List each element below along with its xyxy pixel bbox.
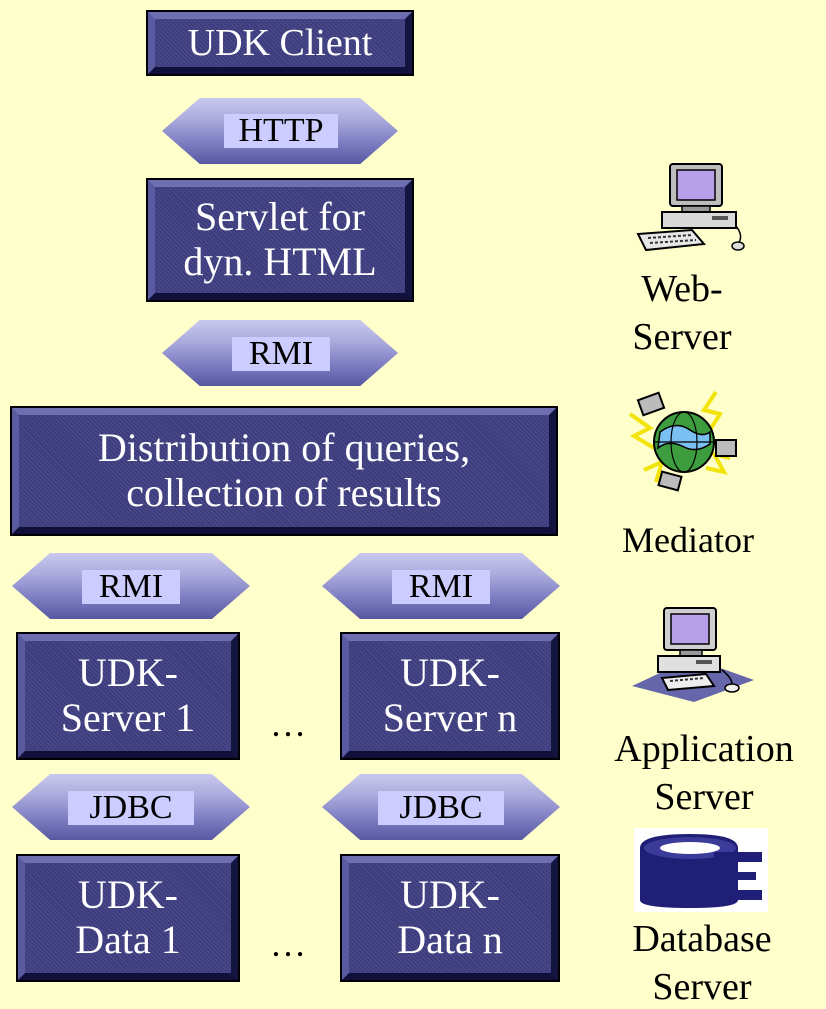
udk-server-1-line-1: UDK-: [78, 650, 178, 696]
jdbc-label-right: JDBC: [378, 791, 504, 825]
udk-data-1-box: UDK- Data 1: [16, 854, 240, 982]
servlet-line-2: dyn. HTML: [183, 239, 377, 284]
udk-server-n-line-2: Server n: [382, 695, 518, 740]
data-ellipsis: …: [270, 924, 306, 964]
web-server-label: Web- Server: [612, 266, 752, 361]
rmi-label-right: RMI: [392, 570, 490, 604]
mediator-label: Mediator: [622, 520, 754, 560]
distribution-line-1: Distribution of queries,: [97, 425, 471, 471]
web-server-line-1: Web-: [641, 268, 723, 310]
server-ellipsis: …: [270, 704, 306, 744]
servlet-line-1: Servlet for: [195, 194, 365, 240]
udk-client-label: UDK Client: [187, 21, 373, 64]
application-server-label: Application Server: [588, 726, 820, 821]
application-server-line-1: Application: [614, 728, 794, 770]
udk-data-n-box: UDK- Data n: [340, 854, 560, 982]
servlet-box: Servlet for dyn. HTML: [146, 178, 414, 302]
database-icon: [634, 828, 768, 912]
computer-icon: [628, 604, 758, 704]
database-server-line-1: Database: [632, 918, 772, 960]
application-server-line-2: Server: [654, 775, 754, 818]
udk-data-n-line-1: UDK-: [400, 872, 500, 918]
jdbc-label-left: JDBC: [68, 791, 194, 825]
web-server-line-2: Server: [632, 315, 732, 358]
udk-server-n-line-1: UDK-: [400, 650, 500, 696]
database-server-label: Database Server: [596, 916, 808, 1009]
http-label: HTTP: [224, 114, 338, 148]
distribution-line-2: collection of results: [126, 470, 442, 515]
database-server-line-2: Server: [652, 965, 752, 1008]
rmi-label-top: RMI: [232, 337, 330, 371]
rmi-label-left: RMI: [82, 570, 180, 604]
distribution-box: Distribution of queries, collection of r…: [10, 406, 558, 536]
udk-server-n-box: UDK- Server n: [340, 632, 560, 760]
udk-data-1-line-1: UDK-: [78, 872, 178, 918]
udk-data-1-line-2: Data 1: [75, 917, 181, 962]
computer-icon: [632, 160, 748, 256]
udk-server-1-box: UDK- Server 1: [16, 632, 240, 760]
udk-client-box: UDK Client: [146, 10, 414, 76]
udk-server-1-line-2: Server 1: [60, 695, 196, 740]
udk-data-n-line-2: Data n: [397, 917, 503, 962]
globe-network-icon: [620, 384, 750, 496]
